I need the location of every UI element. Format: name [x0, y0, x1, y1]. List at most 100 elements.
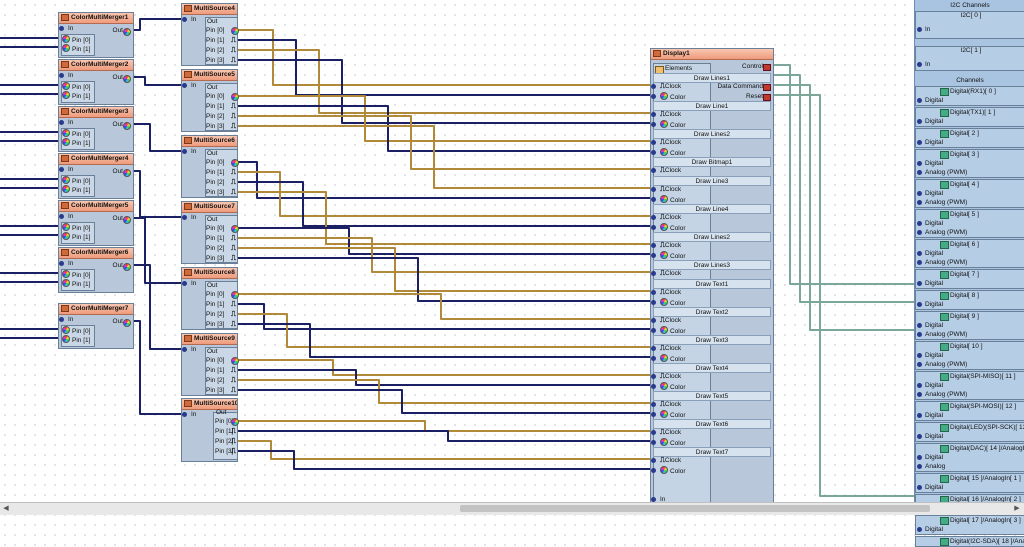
merger-pin-0[interactable]: Pin [0] — [62, 326, 90, 335]
channel-pin-1[interactable]: Analog — [916, 462, 945, 471]
wire[interactable] — [238, 161, 651, 199]
element-color-pin[interactable]: Color — [651, 92, 686, 101]
wire[interactable] — [238, 430, 651, 442]
source-in-pin[interactable]: In — [182, 345, 196, 354]
element-clock-pin[interactable]: ⎍Clock — [651, 344, 681, 353]
channel-pin-1[interactable]: Analog (PWM) — [916, 258, 967, 267]
wire[interactable] — [238, 191, 651, 245]
board-channel-7[interactable]: Digital[ 7 ]Digital — [915, 269, 1024, 289]
channel-pin-0[interactable]: Digital — [916, 159, 943, 168]
merger-in-pin[interactable]: In — [59, 212, 73, 221]
source-pin-2[interactable]: Pin [2] — [206, 244, 224, 253]
source-pin-3[interactable]: Pin [3] — [206, 56, 224, 65]
channel-pin-0[interactable]: Digital — [916, 381, 943, 390]
board-channel-13[interactable]: Digital(LED)(SPI-SCK)[ 13 ]Digital — [915, 422, 1024, 442]
element-color-pin[interactable]: Color — [651, 195, 686, 204]
wire[interactable] — [238, 181, 651, 227]
merger-pin-0[interactable]: Pin [0] — [62, 129, 90, 138]
source-pin-1[interactable]: Pin [1] — [206, 300, 224, 309]
merger-out-pin[interactable]: Out — [112, 168, 123, 175]
wire[interactable] — [238, 171, 651, 217]
wire[interactable] — [238, 49, 651, 114]
element-clock-pin[interactable]: ⎍Clock — [651, 110, 681, 119]
source-pin-3[interactable]: Pin [3] — [206, 386, 224, 395]
wire[interactable] — [238, 125, 651, 189]
wire[interactable] — [238, 420, 651, 432]
channel-pin-0[interactable]: Digital — [916, 483, 943, 492]
channel-pin-0[interactable]: Digital — [916, 219, 943, 228]
element-clock-pin[interactable]: ⎍Clock — [651, 456, 681, 465]
scroll-thumb[interactable] — [460, 505, 930, 512]
element-5[interactable]: Draw Line3 — [653, 176, 771, 186]
wire[interactable] — [238, 389, 651, 414]
element-clock-pin[interactable]: ⎍Clock — [651, 166, 681, 175]
merger-out-pin[interactable]: Out — [112, 262, 123, 269]
source-pin-2[interactable]: Pin [2] — [215, 437, 233, 446]
element-12[interactable]: Draw Text4 — [653, 363, 771, 373]
wire[interactable] — [238, 323, 651, 358]
channel-pin-0[interactable]: Digital — [916, 96, 943, 105]
element-9[interactable]: Draw Text1 — [653, 279, 771, 289]
wire[interactable] — [238, 369, 651, 386]
channel-pin-0[interactable]: Digital — [916, 249, 943, 258]
i2c-in-pin[interactable]: In — [916, 25, 930, 34]
source-pin-2[interactable]: Pin [2] — [206, 178, 224, 187]
wire[interactable] — [134, 320, 182, 415]
wire[interactable] — [238, 440, 651, 460]
channel-pin-0[interactable]: Digital — [916, 138, 943, 147]
wire[interactable] — [134, 264, 182, 350]
wire[interactable] — [238, 95, 651, 142]
merger-pin-0[interactable]: Pin [0] — [62, 82, 90, 91]
merger-pin-1[interactable]: Pin [1] — [62, 44, 90, 53]
i2c-channel-1[interactable]: I2C[ 1 ]In — [915, 46, 1024, 71]
board-channel-12[interactable]: Digital(SPI-MOSI)[ 12 ]Digital — [915, 401, 1024, 421]
scroll-left-icon[interactable]: ◀ — [3, 505, 9, 512]
board-channel-15[interactable]: Digital[ 15 ]/AnalogIn[ 1 ]Digital — [915, 473, 1024, 493]
merger-pin-0[interactable]: Pin [0] — [62, 176, 90, 185]
merger-pin-1[interactable]: Pin [1] — [62, 232, 90, 241]
channel-pin-0[interactable]: Digital — [916, 189, 943, 198]
channel-pin-0[interactable]: Digital — [916, 432, 943, 441]
wire[interactable] — [774, 74, 915, 303]
channel-pin-1[interactable]: Analog (PWM) — [916, 168, 967, 177]
element-3[interactable]: Draw Lines2 — [653, 129, 771, 139]
source-pin-2[interactable]: Pin [2] — [206, 46, 224, 55]
board-channel-2[interactable]: Digital[ 2 ]Digital — [915, 128, 1024, 148]
source-pin-0[interactable]: Pin [0] — [206, 158, 224, 167]
source-in-pin[interactable]: In — [182, 213, 196, 222]
channel-pin-0[interactable]: Digital — [916, 117, 943, 126]
channel-pin-0[interactable]: Digital — [916, 411, 943, 420]
element-7[interactable]: Draw Lines2 — [653, 232, 771, 242]
i2c-channel-0[interactable]: I2C[ 0 ]In — [915, 11, 1024, 39]
element-color-pin[interactable]: Color — [651, 326, 686, 335]
wire[interactable] — [238, 237, 651, 273]
source-pin-0[interactable]: Pin [0] — [206, 26, 224, 35]
element-color-pin[interactable]: Color — [651, 382, 686, 391]
element-color-pin[interactable]: Color — [651, 438, 686, 447]
element-15[interactable]: Draw Text7 — [653, 447, 771, 457]
element-4[interactable]: Draw Bitmap1 — [653, 157, 771, 167]
wire[interactable] — [238, 29, 651, 86]
channel-pin-1[interactable]: Analog (PWM) — [916, 360, 967, 369]
wire[interactable] — [134, 76, 182, 86]
element-color-pin[interactable]: Color — [651, 148, 686, 157]
merger-out-pin[interactable]: Out — [112, 318, 123, 325]
source-in-pin[interactable]: In — [182, 410, 196, 419]
display-pin-reset[interactable]: Reset — [746, 93, 763, 100]
source-pin-0[interactable]: Pin [0] — [206, 92, 224, 101]
channel-pin-1[interactable]: Analog (PWM) — [916, 390, 967, 399]
display-pin-data-command[interactable]: Data Command — [717, 83, 763, 90]
horizontal-scrollbar[interactable]: ◀ ▶ — [0, 502, 1024, 515]
wire[interactable] — [134, 217, 182, 284]
merger-pin-1[interactable]: Pin [1] — [62, 185, 90, 194]
wire[interactable] — [238, 293, 651, 320]
display-1[interactable]: Display1ControlChip SelectData CommandRe… — [650, 48, 774, 508]
element-8[interactable]: Draw Lines3 — [653, 260, 771, 270]
